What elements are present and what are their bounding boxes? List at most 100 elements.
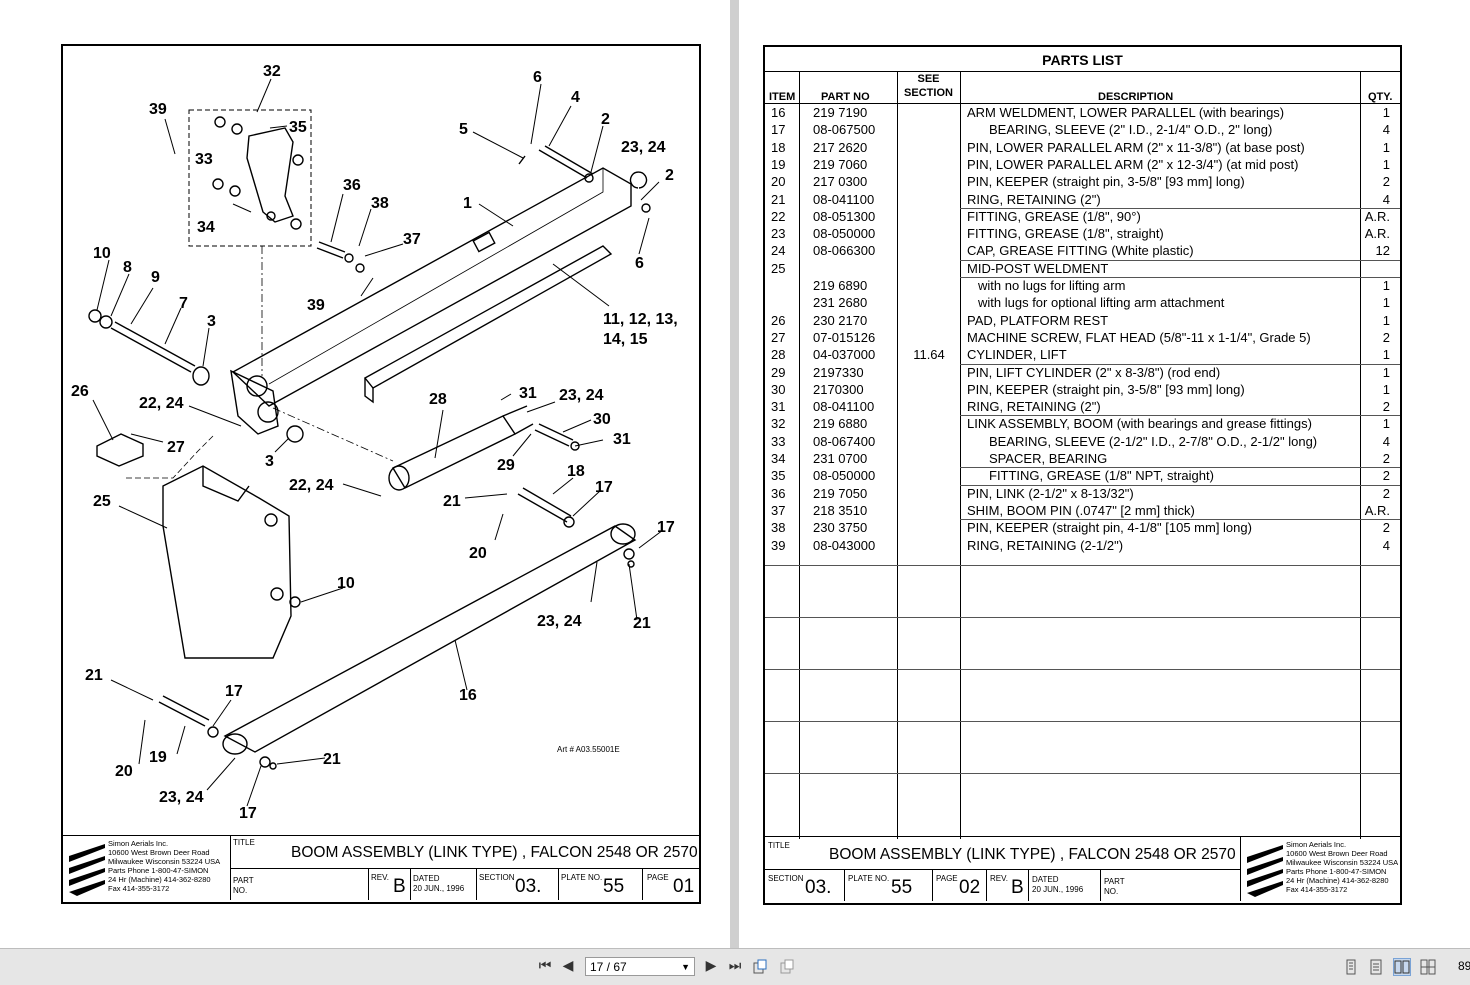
continuous-view-icon[interactable] [1368,959,1384,975]
parts-row-part-no: 08-041100 [813,191,875,207]
last-page-icon[interactable]: ⏭ [728,958,742,974]
callout: 7 [179,295,188,312]
simon-logo [1247,845,1283,897]
company-name: Simon Aerials Inc. [1286,840,1347,849]
callout: 23, 24 [159,789,204,806]
two-page-continuous-icon[interactable] [1420,959,1436,975]
parts-row-item: 39 [771,537,786,553]
parts-row-item: 23 [771,226,786,242]
header-qty: QTY. [1368,91,1393,103]
parts-row-part-no: 08-066300 [813,243,876,259]
company-block: Simon Aerials Inc. 10600 West Brown Deer… [1241,837,1400,901]
parts-list-page: PARTS LIST ITEM PART NO SEE SECTION DESC… [739,0,1470,948]
parts-row-part-no: 08-051300 [813,208,876,224]
callout: 30 [593,411,611,428]
callout: 21 [443,493,461,510]
callout: 19 [149,749,167,766]
rev-value: B [1011,877,1024,898]
callout: 4 [571,89,580,106]
two-page-view-icon[interactable] [1393,958,1411,976]
callout: 39 [307,297,325,314]
callout: 31 [519,385,537,402]
parts-row-item: 24 [771,243,786,259]
callout: 17 [657,519,675,536]
parts-row-item: 31 [771,399,786,415]
dated-cell: DATED 20 JUN., 1996 [411,869,477,900]
section-label: SECTION [479,873,515,882]
parts-row-part-no: 08-050000 [813,226,876,242]
parts-row-item: 22 [771,208,786,224]
company-fax: Fax 414-355-3172 [108,884,170,893]
callout: 11, 12, 13, [603,311,678,328]
parts-row-qty: 1 [1382,295,1390,311]
exploded-boom-drawing: 32 39 35 33 34 36 38 37 39 6 4 5 2 23, 2… [71,63,678,822]
parts-row-qty: 2 [1382,451,1390,466]
parts-row-qty: 1 [1382,105,1390,120]
plate-cell: PLATE NO. 55 [845,870,933,901]
parts-row-part-no: 231 2680 [813,295,868,311]
parts-row-description: PIN, LOWER PARALLEL ARM (2" x 11-3/8") (… [967,139,1305,155]
rev-label: REV. [990,874,1008,883]
parts-row-part-no: 08-050000 [813,468,876,484]
parts-row-part-no: 2197330 [813,364,864,380]
dated-label: DATED [1032,875,1059,884]
simon-logo [69,844,105,896]
single-page-view-icon[interactable] [1343,959,1359,975]
parts-row-part-no: 219 6880 [813,416,868,432]
parts-row-qty: 4 [1382,191,1390,207]
callout: 36 [343,177,361,194]
parts-row-qty: 1 [1382,381,1390,397]
parts-row-part-no: 230 3750 [813,520,868,536]
plate-value: 55 [603,876,625,897]
first-page-icon[interactable]: ⏮ [538,958,552,974]
plate-cell: PLATE NO. 55 [559,869,643,900]
parts-row-description: PIN, LIFT CYLINDER (2" x 8-3/8") (rod en… [967,364,1221,380]
rev-label: REV. [371,873,389,882]
parts-row-item: 21 [771,191,786,207]
page-indicator: 17 / 67 [590,960,627,974]
art-number: Art # A03.55001E [557,745,620,754]
parts-row-qty: 12 [1375,243,1390,259]
prev-page-icon[interactable]: ◀ [562,958,574,974]
callout: 20 [115,763,133,780]
title-block-right: TITLE BOOM ASSEMBLY (LINK TYPE) , FALCON… [765,836,1400,903]
title-cell: TITLE BOOM ASSEMBLY (LINK TYPE) , FALCON… [765,837,1241,870]
parts-row-part-no: 08-067400 [813,433,876,449]
callout: 3 [207,313,216,330]
dated-label: DATED [413,874,440,883]
parts-row-qty: 1 [1382,312,1390,328]
page-selector[interactable]: 17 / 67 ▼ [585,957,695,976]
page-cell: PAGE 01 [643,869,699,900]
copy-page-icon[interactable] [779,959,795,975]
company-address: 10600 West Brown Deer Road [108,848,210,857]
parts-row-item: 26 [771,312,786,328]
page-label: PAGE [936,874,958,883]
parts-row-qty: 2 [1382,520,1390,536]
parts-row-description: PIN, KEEPER (straight pin, 3-5/8" [93 mm… [967,174,1245,190]
next-page-icon[interactable]: ▶ [705,958,717,974]
rotate-view-icon[interactable] [752,959,768,975]
parts-row-qty: A.R. [1364,502,1390,518]
callout: 31 [613,431,631,448]
callout: 3 [265,453,274,470]
plate-label: PLATE NO. [561,873,603,882]
title-cell: TITLE BOOM ASSEMBLY (LINK TYPE) , FALCON… [231,836,699,869]
page-label: PAGE [647,873,669,882]
callout: 39 [149,101,167,118]
parts-row-item: 34 [771,451,786,466]
callout: 32 [263,63,281,80]
parts-row-qty: 1 [1382,278,1390,293]
callout: 35 [289,119,307,136]
parts-row-part-no: 08-043000 [813,537,876,553]
drawing-frame: 32 39 35 33 34 36 38 37 39 6 4 5 2 23, 2… [61,44,701,904]
callout: 21 [323,751,341,768]
zoom-level[interactable]: 89 [1458,959,1470,973]
title-block-left: Simon Aerials Inc. 10600 West Brown Deer… [63,835,699,902]
